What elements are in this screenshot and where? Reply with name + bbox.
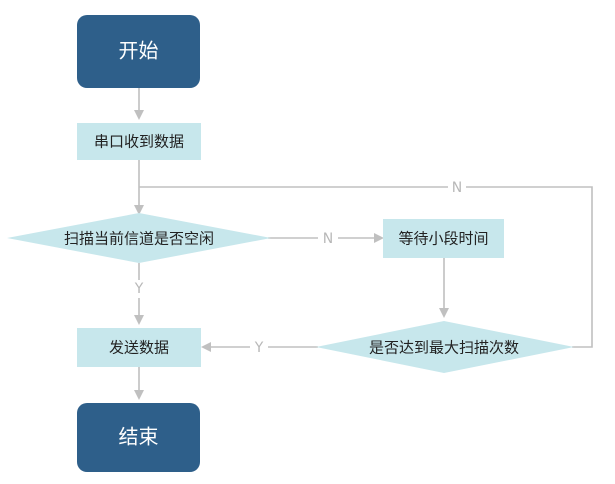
edge-label-max-no: N <box>452 180 462 196</box>
max-scan-label: 是否达到最大扫描次数 <box>369 339 519 357</box>
start-node <box>77 15 200 88</box>
scan-channel-label: 扫描当前信道是否空闲 <box>64 230 214 248</box>
edge-max-loop-back <box>466 186 593 348</box>
serial-receive-node <box>77 123 201 160</box>
connectors <box>134 88 593 400</box>
edge-label-idle-yes: Y <box>134 281 144 297</box>
end-node <box>77 403 200 472</box>
edge-label-idle-no: N <box>323 231 333 247</box>
wait-node <box>383 219 504 258</box>
wait-label: 等待小段时间 <box>398 230 488 248</box>
start-label: 开始 <box>119 39 159 63</box>
send-data-node <box>77 328 201 367</box>
scan-channel-decision <box>7 213 271 263</box>
serial-receive-label: 串口收到数据 <box>94 133 184 151</box>
max-scan-decision <box>316 321 574 373</box>
send-data-label: 发送数据 <box>109 339 169 357</box>
edge-label-max-yes: Y <box>254 340 264 356</box>
end-label: 结束 <box>119 425 159 449</box>
